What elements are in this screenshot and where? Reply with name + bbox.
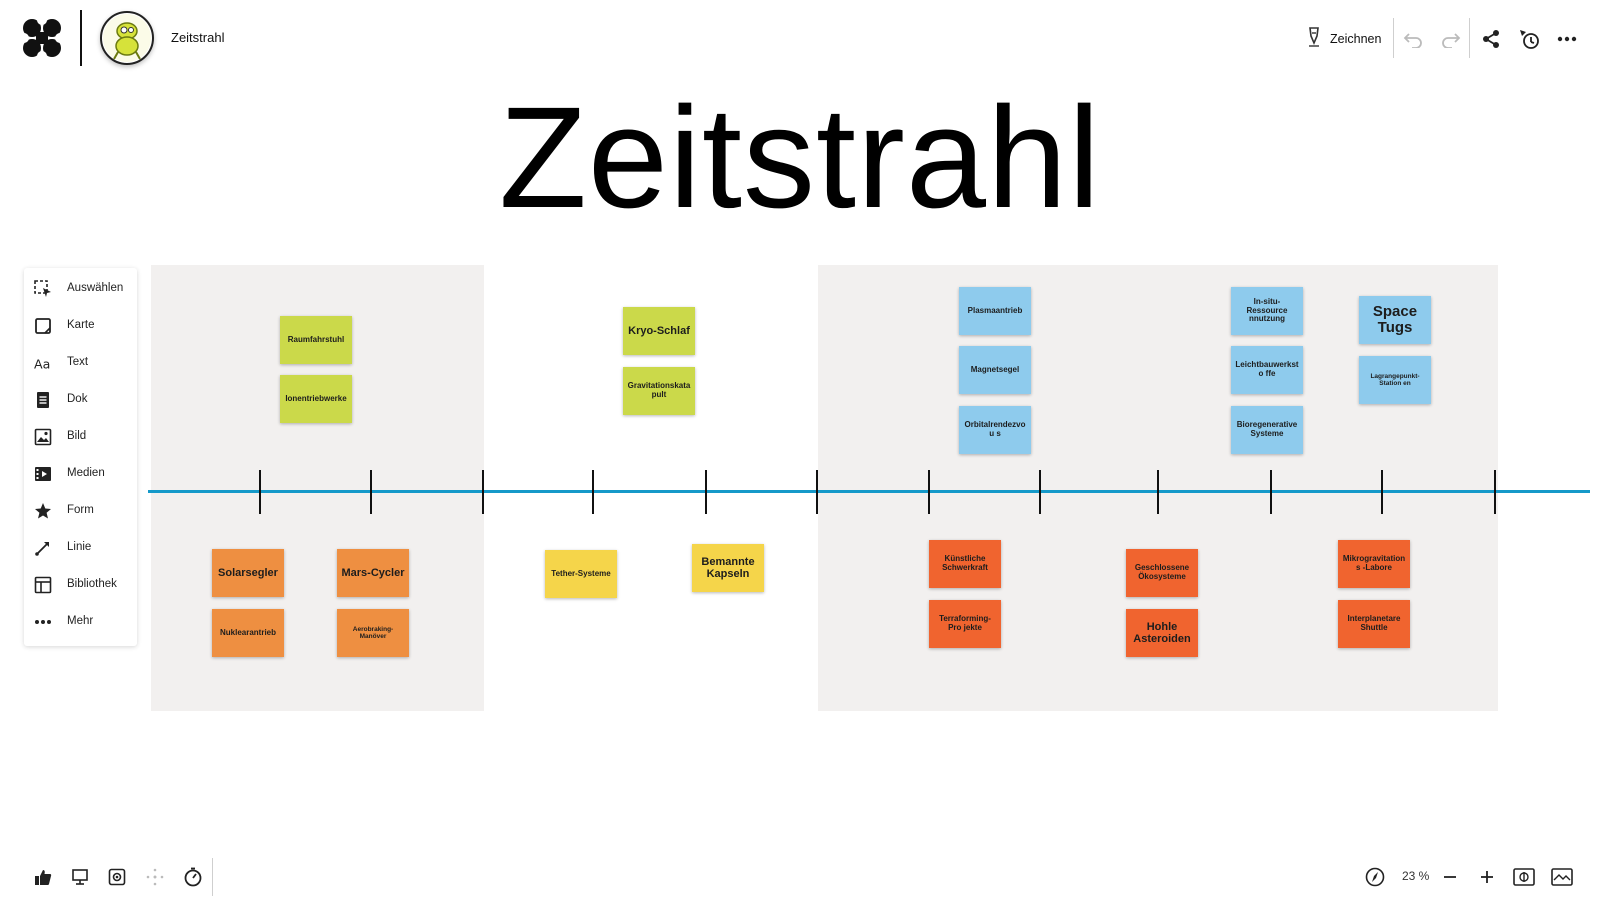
top-bar: Zeitstrahl Zeichnen [0,0,1600,78]
timeline-tick [1494,470,1496,514]
timeline-tick [1039,470,1041,514]
sticky-note[interactable]: Bioregenerative Systeme [1231,406,1303,454]
sticky-note[interactable]: Magnetsegel [959,346,1031,394]
timeline-tick [1381,470,1383,514]
draw-button[interactable]: Zeichnen [1306,24,1381,54]
header-divider [80,10,82,66]
sticky-note[interactable]: Orbitalrendezvou s [959,406,1031,454]
tool-library[interactable]: Bibliothek [24,570,137,600]
timeline-tick [928,470,930,514]
library-icon [34,576,52,594]
tool-label: Text [67,356,89,368]
sticky-note[interactable]: Raumfahrstuhl [280,316,352,364]
tool-label: Bibliothek [67,578,117,590]
sticky-note[interactable]: Tether-Systeme [545,550,617,598]
timeline-line[interactable] [148,490,1590,493]
sticky-note[interactable]: Gravitationskata pult [623,367,695,415]
tool-more[interactable]: Mehr [24,607,137,637]
sticky-note[interactable]: Kryo-Schlaf [623,307,695,355]
svg-text:Aa: Aa [34,356,50,371]
sticky-note[interactable]: Interplanetare Shuttle [1338,600,1410,648]
thumbs-up-icon[interactable] [30,864,56,890]
sticky-note[interactable]: Leichtbauwerksto ffe [1231,346,1303,394]
sticky-note[interactable]: Aerobraking-Manöver [337,609,409,657]
timer-icon[interactable] [180,864,206,890]
image-icon [34,428,52,446]
sticky-note[interactable]: Hohle Asteroiden [1126,609,1198,657]
minimap-icon[interactable] [1549,864,1575,890]
select-icon [34,280,52,298]
sticky-note[interactable]: Mikrogravitations -Labore [1338,540,1410,588]
sticky-note[interactable]: Ionentriebwerke [280,375,352,423]
board-title[interactable]: Zeitstrahl [171,30,225,45]
insert-toolbar: Auswählen Karte Aa Text Dok Bild Medien [24,268,137,646]
sticky-note[interactable]: Lagrangepunkt-Station en [1359,356,1431,404]
tool-shape[interactable]: Form [24,496,137,526]
timeline-tick [370,470,372,514]
sticky-note[interactable]: Plasmaantrieb [959,287,1031,335]
timeline-tick [816,470,818,514]
zoom-level[interactable]: 23 % [1402,869,1430,883]
tool-label: Medien [67,467,105,479]
text-icon: Aa [34,354,52,372]
toolbar-divider [1469,18,1470,58]
toolbar-divider [1393,18,1394,58]
fit-icon[interactable] [1511,864,1537,890]
zoom-out-icon[interactable] [1437,864,1463,890]
activity-icon[interactable] [1516,26,1542,52]
move-icon[interactable] [142,864,168,890]
share-icon[interactable] [1478,26,1504,52]
card-icon [34,317,52,335]
tool-card[interactable]: Karte [24,311,137,341]
tool-label: Mehr [67,615,94,627]
line-icon [34,539,52,557]
tool-line[interactable]: Linie [24,533,137,563]
document-icon [34,391,52,409]
tool-label: Dok [67,393,88,405]
board-avatar[interactable] [100,11,154,65]
tool-document[interactable]: Dok [24,385,137,415]
tool-label: Karte [67,319,95,331]
tool-image[interactable]: Bild [24,422,137,452]
pen-icon [1306,26,1322,53]
timeline-tick [705,470,707,514]
star-icon [34,502,52,520]
timeline-tick [592,470,594,514]
undo-icon[interactable] [1400,26,1426,52]
compass-icon[interactable] [1362,864,1388,890]
timeline-tick [1157,470,1159,514]
timeline-tick [1270,470,1272,514]
tool-label: Linie [67,541,92,553]
timeline-tick [482,470,484,514]
sticky-note[interactable]: Mars-Cycler [337,549,409,597]
media-icon [34,465,52,483]
timeline-tick [259,470,261,514]
page-title[interactable]: Zeitstrahl [498,77,1102,238]
tool-select[interactable]: Auswählen [24,274,137,304]
redo-icon[interactable] [1438,26,1464,52]
draw-label: Zeichnen [1330,32,1382,46]
zoom-in-icon[interactable] [1474,864,1500,890]
app-logo-icon[interactable] [19,15,65,61]
sticky-note[interactable]: Künstliche Schwerkraft [929,540,1001,588]
tool-media[interactable]: Medien [24,459,137,489]
sticky-note[interactable]: Solarsegler [212,549,284,597]
sticky-note[interactable]: In-situ-Ressource nnutzung [1231,287,1303,335]
sticky-note[interactable]: Space Tugs [1359,296,1431,344]
more-icon[interactable] [1554,26,1580,52]
tool-text[interactable]: Aa Text [24,348,137,378]
bottom-divider [212,858,213,896]
sticky-note[interactable]: Bemannte Kapseln [692,544,764,592]
sticky-note[interactable]: Nuklearantrieb [212,609,284,657]
tool-label: Form [67,504,94,516]
sticky-note[interactable]: Terraforming-Pro jekte [929,600,1001,648]
tool-label: Bild [67,430,87,442]
more-icon [34,613,52,631]
record-icon[interactable] [104,864,130,890]
presentation-icon[interactable] [67,864,93,890]
sticky-note[interactable]: Geschlossene Ökosysteme [1126,549,1198,597]
tool-label: Auswählen [67,282,124,294]
